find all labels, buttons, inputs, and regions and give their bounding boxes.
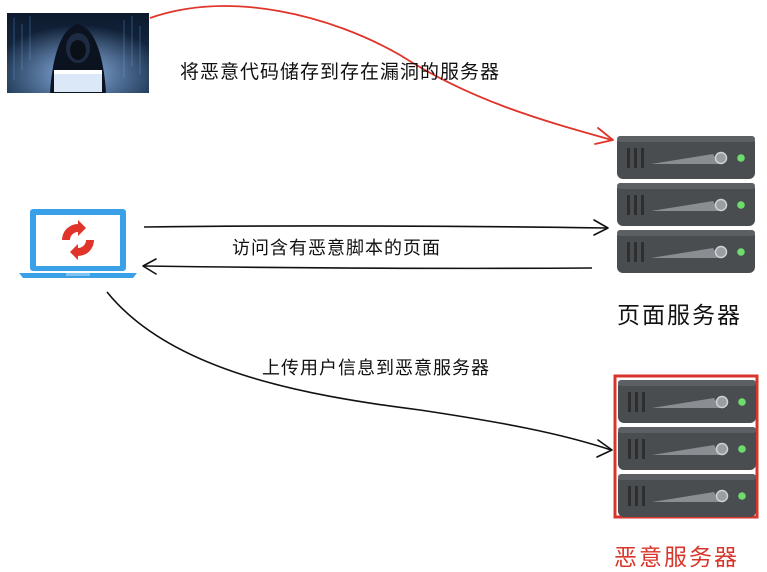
server-unit <box>617 183 755 226</box>
visit-page-label: 访问含有恶意脚本的页面 <box>232 238 441 259</box>
page-response-arrow <box>142 258 593 275</box>
laptop-refresh-icon <box>19 209 137 278</box>
server-unit <box>617 136 755 179</box>
upload-info-arrow <box>106 291 613 458</box>
hacker-photo-icon <box>7 13 149 93</box>
malicious-server-label: 恶意服务器 <box>614 545 739 571</box>
page-server-label: 页面服务器 <box>617 303 742 329</box>
page-server-icon <box>617 136 755 273</box>
malicious-server-icon <box>618 380 756 517</box>
store-code-arrow <box>149 5 614 145</box>
server-unit <box>617 230 755 273</box>
server-unit <box>618 427 756 470</box>
store-code-label: 将恶意代码储存到存在漏洞的服务器 <box>180 61 501 83</box>
visit-request-arrow <box>143 219 609 236</box>
server-unit <box>618 380 756 423</box>
upload-info-label: 上传用户信息到恶意服务器 <box>262 358 490 379</box>
server-unit <box>618 474 756 517</box>
